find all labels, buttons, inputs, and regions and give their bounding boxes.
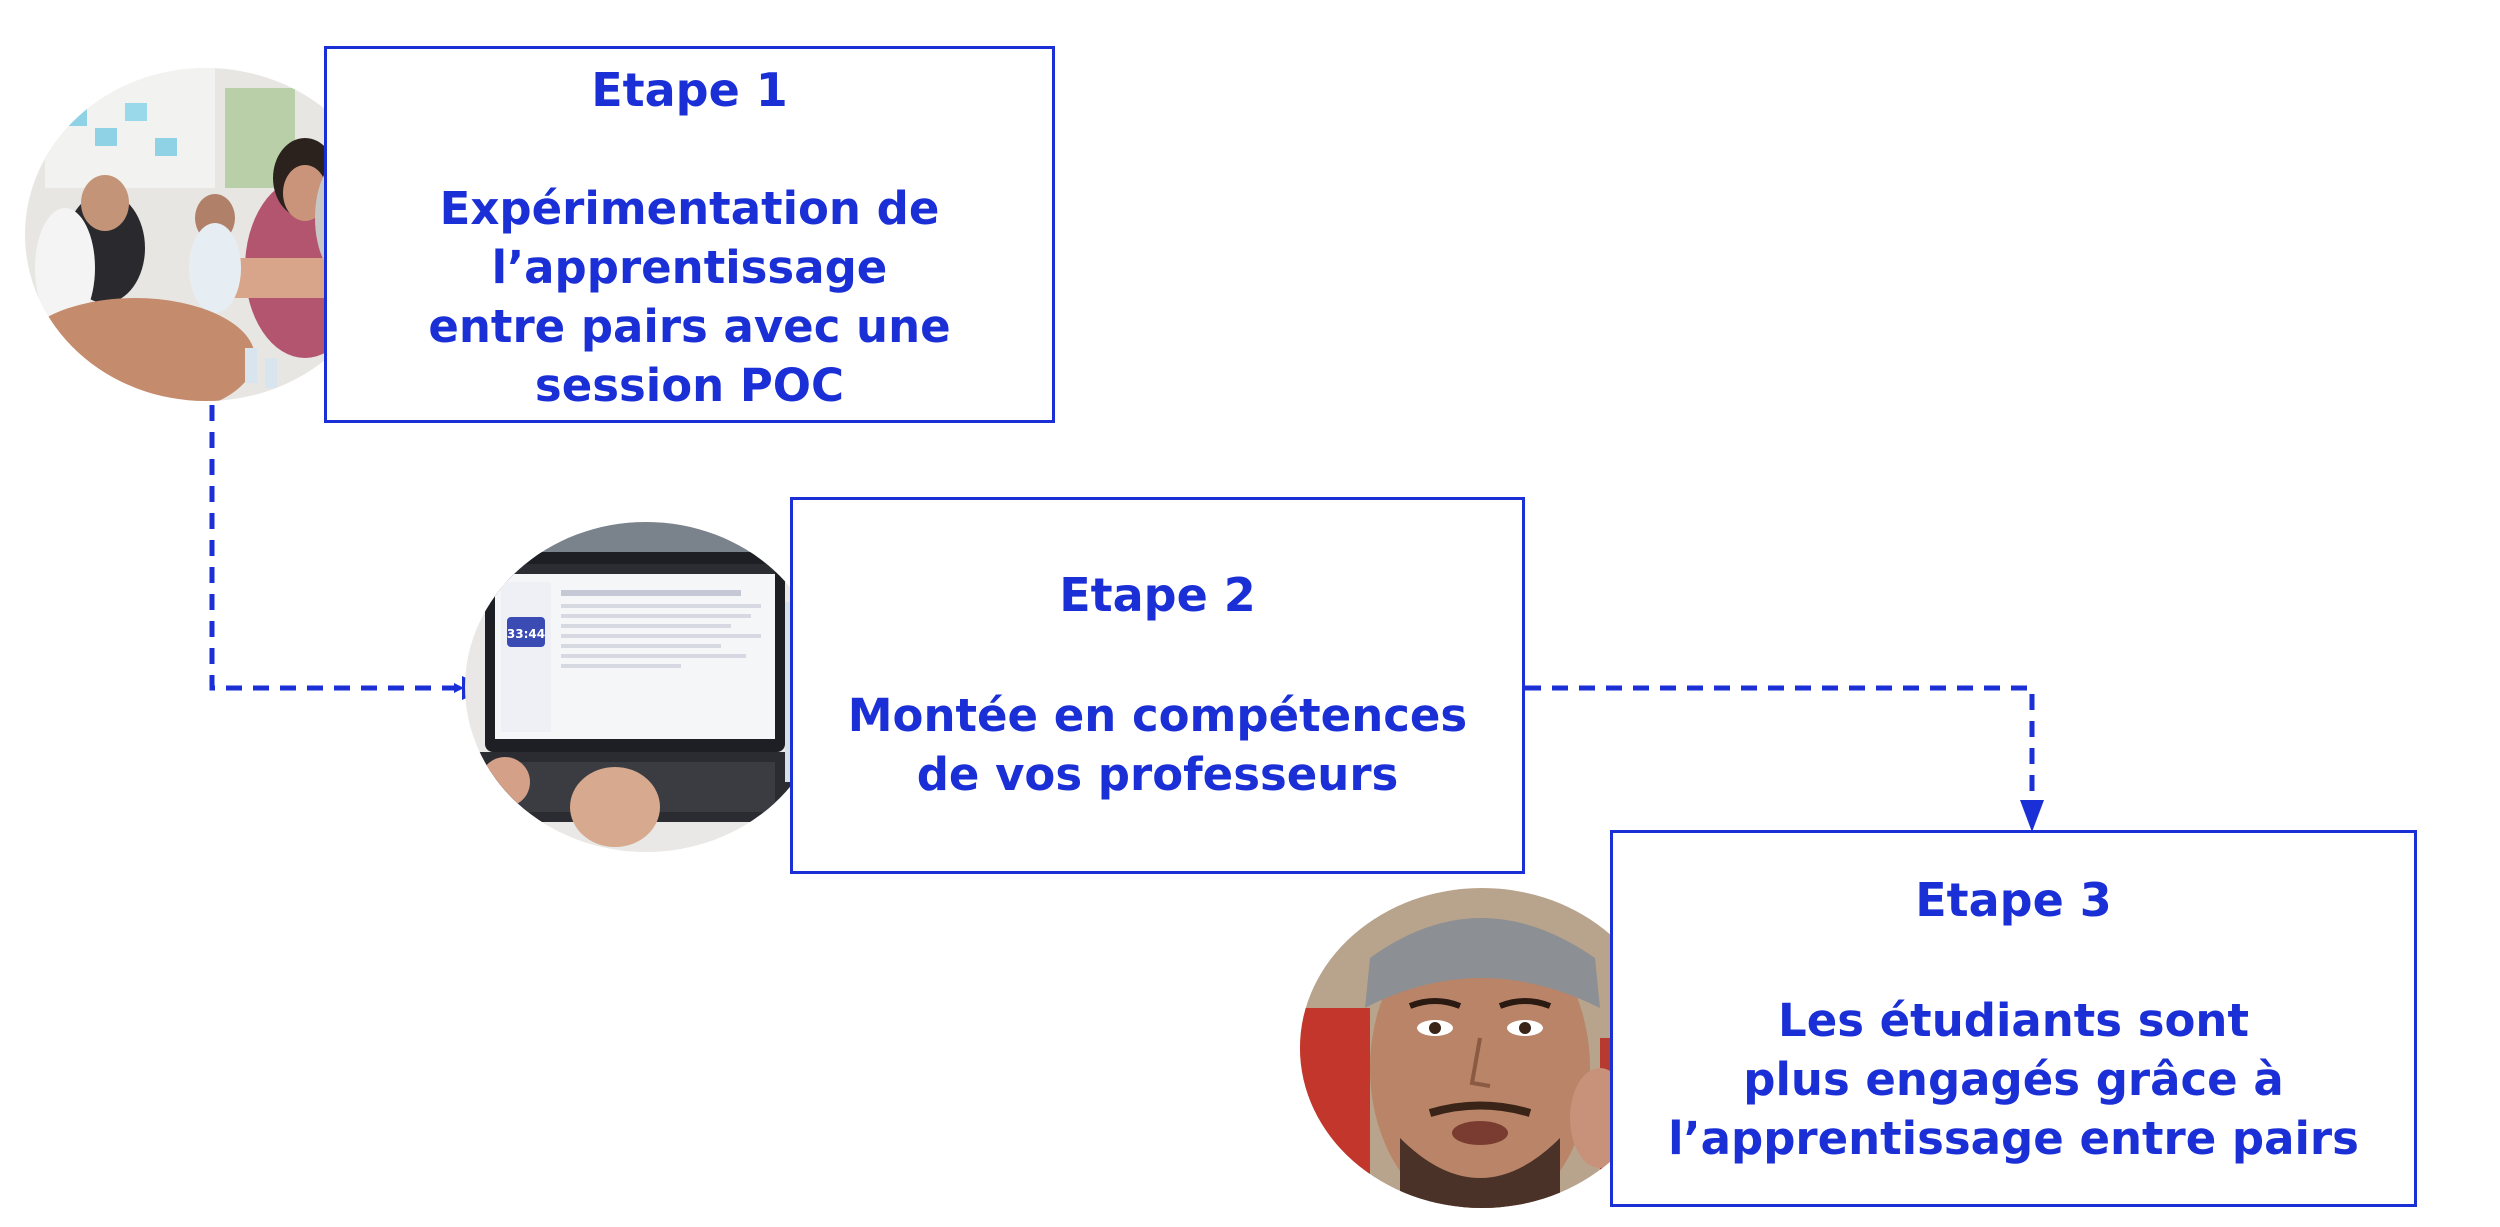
step1-title: Etape 1 — [591, 63, 788, 117]
laptop-timer-text: 33:44 — [507, 627, 545, 641]
step3-title: Etape 3 — [1915, 873, 2112, 927]
step2-title: Etape 2 — [1059, 568, 1256, 622]
step2-photo-laptop: 33:44 — [465, 522, 827, 852]
step3-box: Etape 3 Les étudiants sont plus engagés … — [1610, 830, 2417, 1207]
step1-box: Etape 1 Expérimentation de l’apprentissa… — [324, 46, 1055, 423]
step1-description: Expérimentation de l’apprentissage entre… — [428, 182, 951, 412]
step2-description: Montée en compétences de vos professeurs — [847, 689, 1468, 801]
connector-step1-to-step2 — [209, 405, 464, 693]
connector-step2-to-step3 — [1525, 685, 2035, 802]
step3-description: Les étudiants sont plus engagés grâce à … — [1668, 994, 2359, 1165]
step2-box: Etape 2 Montée en compétences de vos pro… — [790, 497, 1525, 874]
arrowhead-step3 — [2020, 800, 2044, 832]
